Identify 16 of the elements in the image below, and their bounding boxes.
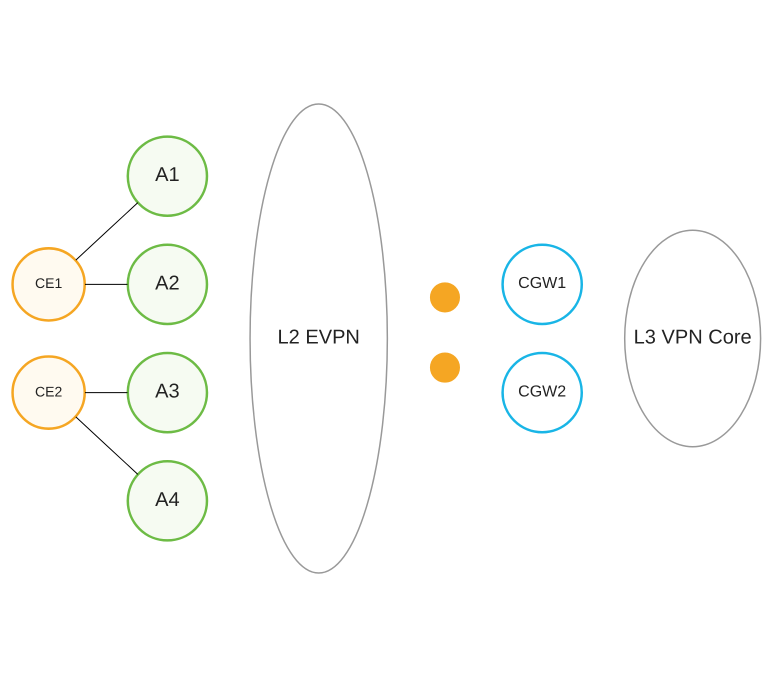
node-circle [430, 282, 460, 312]
connector [75, 202, 138, 261]
node-ellipse: L3 VPN Core [624, 230, 762, 448]
connector [75, 416, 138, 475]
connector [84, 284, 128, 285]
node-circle: A1 [126, 135, 208, 217]
node-circle: CE2 [11, 355, 86, 430]
node-circle: A3 [126, 352, 208, 434]
node-circle: CE1 [11, 247, 86, 322]
node-circle: A4 [126, 460, 208, 542]
node-circle [430, 352, 460, 383]
node-circle: A2 [126, 244, 208, 326]
connector [84, 392, 128, 394]
node-circle: CGW2 [501, 352, 583, 434]
node-ellipse: L2 EVPN [249, 103, 388, 574]
node-circle: CGW1 [501, 244, 583, 326]
